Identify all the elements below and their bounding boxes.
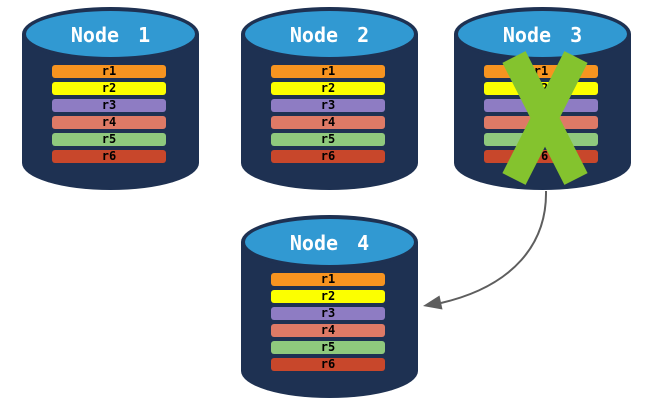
node-title: Node 1	[70, 22, 151, 47]
node-title: Node 3	[502, 22, 583, 47]
replica-r3: r3	[52, 99, 166, 112]
replica-r6: r6	[271, 358, 385, 371]
cylinder-top: Node 4	[241, 215, 418, 269]
replica-r2: r2	[52, 82, 166, 95]
replica-r2: r2	[271, 290, 385, 303]
replica-r1: r1	[271, 273, 385, 286]
replica-r2: r2	[271, 82, 385, 95]
replica-r4: r4	[52, 116, 166, 129]
replica-r3: r3	[271, 99, 385, 112]
node-1: Node 1 r1 r2 r3 r4 r5 r6	[22, 7, 199, 190]
replica-list: r1 r2 r3 r4 r5 r6	[271, 65, 385, 163]
replica-r4: r4	[271, 116, 385, 129]
replica-list: r1 r2 r3 r4 r5 r6	[52, 65, 166, 163]
replica-r1: r1	[271, 65, 385, 78]
node-4: Node 4 r1 r2 r3 r4 r5 r6	[241, 215, 418, 398]
replica-list: r1 r2 r3 r4 r5 r6	[271, 273, 385, 371]
failure-x-icon	[502, 51, 588, 185]
replica-r3: r3	[271, 307, 385, 320]
replica-r6: r6	[271, 150, 385, 163]
replica-r5: r5	[271, 133, 385, 146]
replica-r6: r6	[52, 150, 166, 163]
node-title: Node 4	[289, 230, 370, 255]
cylinder-top: Node 1	[22, 7, 199, 61]
cylinder-top: Node 2	[241, 7, 418, 61]
node-2: Node 2 r1 r2 r3 r4 r5 r6	[241, 7, 418, 190]
arrow-line	[440, 190, 548, 304]
replica-r5: r5	[271, 341, 385, 354]
failure-x-stroke	[502, 51, 588, 185]
replica-r5: r5	[52, 133, 166, 146]
replica-r1: r1	[52, 65, 166, 78]
replica-r4: r4	[271, 324, 385, 337]
node-title: Node 2	[289, 22, 370, 47]
cylinder-top: Node 3	[454, 7, 631, 61]
arrow-head	[423, 295, 443, 310]
